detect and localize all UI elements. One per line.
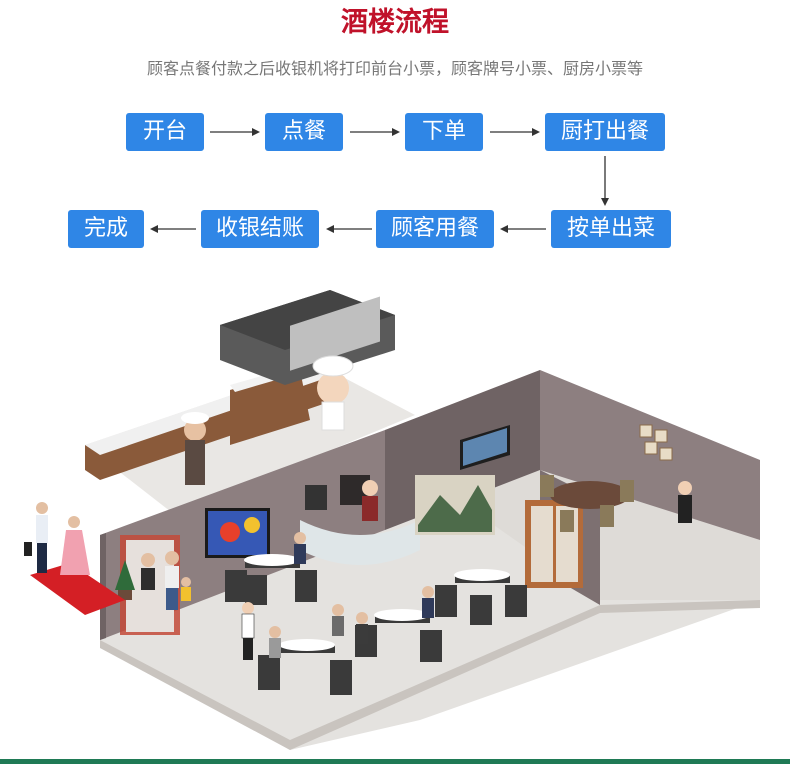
arrow-left-icon [326, 225, 372, 233]
waiter-icon [678, 495, 692, 523]
arrow-left-icon [500, 225, 546, 233]
red-carpet-icon [30, 563, 125, 615]
step-place-order: 下单 [405, 113, 483, 151]
chef-icon [317, 372, 349, 404]
arrow-down-icon [601, 156, 609, 206]
arrow-right-icon [210, 128, 260, 136]
step-open-table: 开台 [126, 113, 204, 151]
arrow-right-icon [350, 128, 400, 136]
step-done: 完成 [68, 210, 144, 248]
step-serve: 按单出菜 [551, 210, 671, 248]
arrow-left-icon [150, 225, 196, 233]
page-subtitle: 顾客点餐付款之后收银机将打印前台小票，顾客牌号小票、厨房小票等 [146, 59, 643, 78]
restaurant-floorplan-illustration [24, 290, 760, 750]
step-checkout: 收银结账 [201, 210, 319, 248]
dining-table-icon [550, 481, 630, 509]
page-title: 酒楼流程 [341, 7, 449, 38]
footer-divider [0, 759, 790, 764]
arrow-right-icon [490, 128, 540, 136]
step-order: 点餐 [265, 113, 343, 151]
step-dining: 顾客用餐 [376, 210, 494, 248]
step-kitchen-print: 厨打出餐 [545, 113, 665, 151]
cashier-icon [305, 485, 327, 510]
